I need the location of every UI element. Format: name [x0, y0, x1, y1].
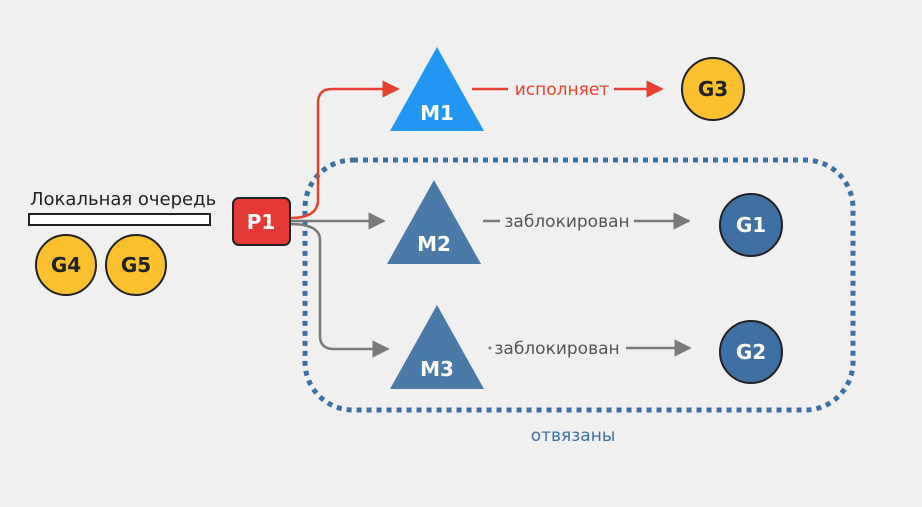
- thread-m1-node: [390, 47, 484, 131]
- local-queue-label: Локальная очередь: [30, 189, 216, 210]
- thread-m3-label: M3: [420, 357, 454, 381]
- goroutine-g5-label: G5: [121, 253, 151, 277]
- goroutine-g5-node: [105, 234, 167, 296]
- m3-edge-label: заблокирован: [494, 339, 619, 359]
- processor-p1-label: P1: [247, 210, 276, 234]
- detached-group-label: отвязаны: [531, 426, 616, 446]
- goroutine-g2-label: G2: [736, 340, 766, 364]
- detached-group-border: [302, 157, 856, 413]
- goroutine-g1-label: G1: [736, 213, 766, 237]
- thread-m1-label: M1: [420, 101, 454, 125]
- thread-m2-node: [387, 180, 481, 264]
- goroutine-g1-node: [719, 193, 783, 257]
- goroutine-g4-node: [35, 234, 97, 296]
- m3-edge-dot: [488, 346, 492, 350]
- goroutine-g2-node: [719, 320, 783, 384]
- p1-to-m3-arrow: [289, 222, 390, 358]
- m2-edge-label: заблокирован: [504, 212, 629, 232]
- goroutine-g3-node: [681, 57, 745, 121]
- thread-m3-node: [390, 305, 484, 389]
- goroutine-g4-label: G4: [51, 253, 81, 277]
- thread-m2-label: M2: [417, 232, 451, 256]
- local-queue-bar: [28, 213, 211, 226]
- p1-to-m1-arrow: [289, 80, 400, 220]
- processor-p1-node: [232, 197, 291, 246]
- m1-edge-label: исполняет: [515, 80, 610, 100]
- goroutine-g3-label: G3: [698, 77, 728, 101]
